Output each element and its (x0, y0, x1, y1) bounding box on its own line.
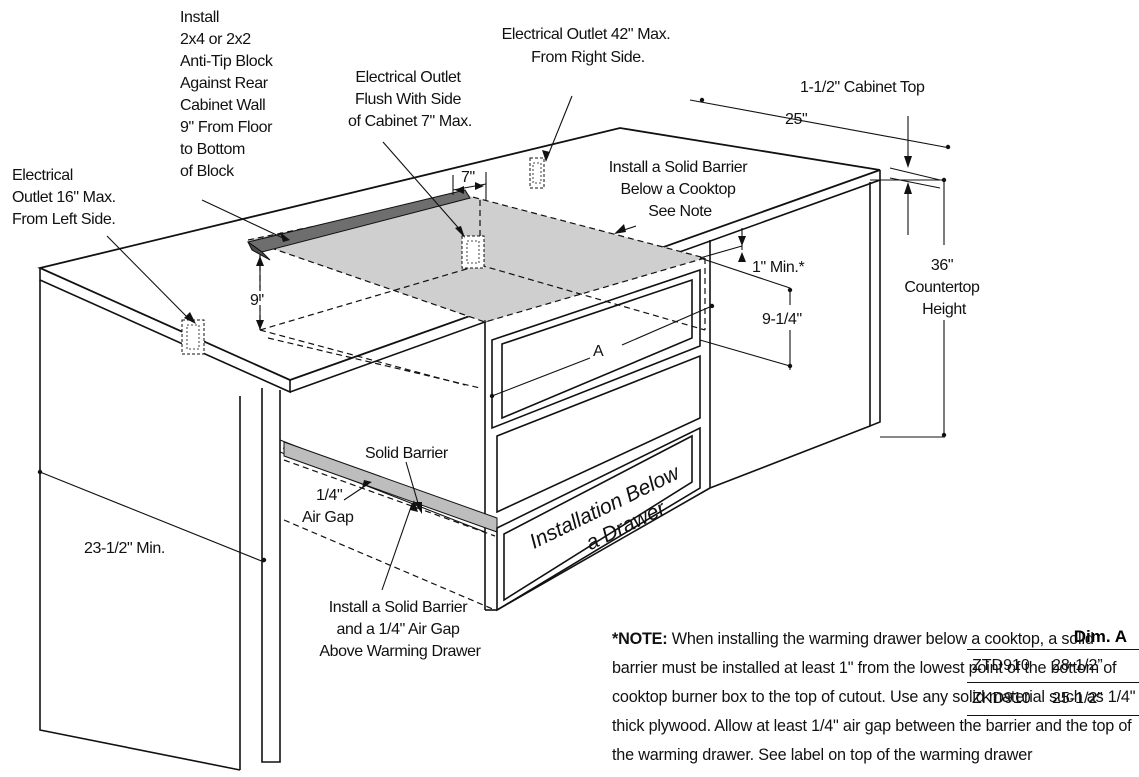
outlet-right-label: Electrical Outlet 42" Max. From Right Si… (502, 26, 675, 66)
table-row: ZKD910 25-1/2” (967, 682, 1139, 716)
dim-23-1-2-label: 23-1/2" Min. (84, 540, 165, 557)
solid-barrier-label: Solid Barrier (365, 445, 449, 462)
outlet-flush-label: Electrical Outlet Flush With Side of Cab… (348, 69, 472, 130)
note-heading: *NOTE: (612, 630, 668, 648)
table-row: ZTD910 28-1/2” (967, 649, 1139, 682)
dim-a-label: A (593, 343, 604, 360)
dim-7-label: 7" (461, 169, 475, 186)
dimension-table-header: Dim. A (1073, 627, 1127, 646)
anti-tip-block-label: Install 2x4 or 2x2 Anti-Tip Block Agains… (180, 9, 277, 180)
drawer-fronts (491, 268, 701, 612)
cabinet-top-label: 1-1/2" Cabinet Top (800, 79, 925, 96)
dim-25-label: 25" (785, 111, 807, 128)
dim-9-label: 9" (250, 292, 264, 309)
outlet-icon (529, 157, 545, 189)
model-cell: ZTD910 (972, 657, 1030, 674)
dimension-table: Dim. A ZTD910 28-1/2” ZKD910 25-1/2” (967, 625, 1139, 716)
barrier-air-gap-label: Install a Solid Barrier and a 1/4" Air G… (319, 599, 481, 660)
note-text: When installing the warming drawer below… (612, 630, 1136, 764)
value-cell: 28-1/2” (1052, 657, 1103, 674)
barrier-cooktop-label: Install a Solid Barrier Below a Cooktop … (609, 159, 751, 220)
outlet-left-label: Electrical Outlet 16" Max. From Left Sid… (12, 167, 120, 228)
outlet-icon (461, 235, 485, 269)
air-gap-label: 1/4" Air Gap (302, 487, 354, 526)
installation-note: *NOTE: When installing the warming drawe… (612, 625, 1136, 770)
dim-1-min-label: 1" Min.* (752, 259, 804, 276)
dimension-lines (37, 95, 951, 591)
countertop-height-label: 36" Countertop Height (904, 257, 983, 318)
model-cell: ZKD910 (972, 690, 1031, 707)
dim-9-1-4-label: 9-1/4" (762, 311, 802, 328)
value-cell: 25-1/2” (1052, 690, 1103, 707)
anti-tip-block (246, 189, 471, 261)
outlet-icon (181, 319, 205, 355)
